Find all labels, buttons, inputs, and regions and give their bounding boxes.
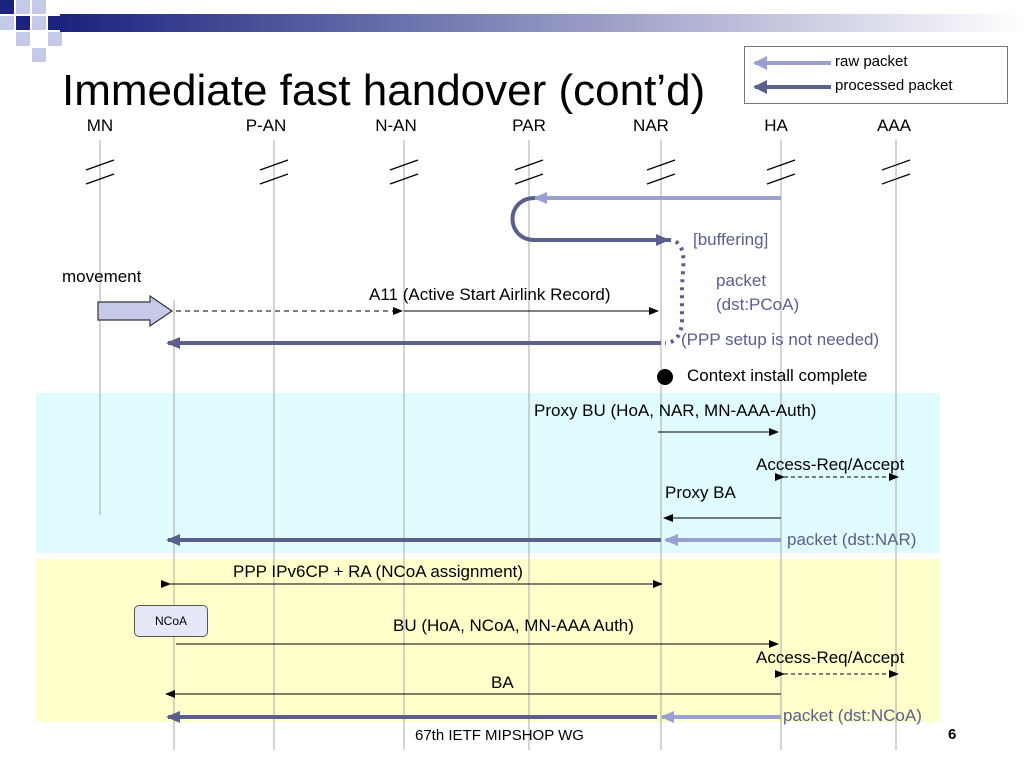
bu-label: BU (HoA, NCoA, MN-AAA Auth) xyxy=(393,616,634,635)
legend-raw-label: raw packet xyxy=(835,53,908,70)
packet-pcoa-label-2: (dst:PCoA) xyxy=(716,295,800,314)
legend-item-processed: processed packet xyxy=(745,75,1007,97)
ppp-not-needed-label: (PPP setup is not needed) xyxy=(681,330,880,349)
packet-nar-label: packet (dst:NAR) xyxy=(787,530,917,549)
yellow-band xyxy=(36,559,940,722)
entity-nar: NAR xyxy=(633,116,669,135)
legend-processed-label: processed packet xyxy=(835,77,953,94)
entity-n-an: N-AN xyxy=(375,116,417,135)
legend-processed-arrowhead xyxy=(753,80,767,94)
packet-pcoa-label-1: packet xyxy=(716,271,767,290)
entity-ha: HA xyxy=(764,116,788,135)
legend-processed-line xyxy=(755,85,831,89)
legend: raw packet processed packet xyxy=(744,46,1008,104)
page-number: 6 xyxy=(948,726,957,743)
access-req-label-1: Access-Req/Accept xyxy=(756,455,905,474)
legend-raw-line xyxy=(755,61,831,65)
ncoa-box: NCoA xyxy=(134,605,208,637)
footer-text: 67th IETF MIPSHOP WG xyxy=(415,727,584,744)
buffering-label: [buffering] xyxy=(693,230,769,249)
context-install-label: Context install complete xyxy=(687,366,868,385)
packet-ncoa-label: packet (dst:NCoA) xyxy=(783,706,922,725)
movement-label: movement xyxy=(62,267,142,286)
entity-aaa: AAA xyxy=(876,116,912,135)
title-gradient-bar xyxy=(60,14,1024,32)
ba-label: BA xyxy=(491,673,514,692)
legend-raw-arrowhead xyxy=(753,56,767,70)
proxy-ba-label: Proxy BA xyxy=(665,483,736,502)
processed-packet-par-to-nar xyxy=(510,196,670,246)
legend-item-raw: raw packet xyxy=(745,51,1007,73)
proxy-bu-label: Proxy BU (HoA, NAR, MN-AAA-Auth) xyxy=(534,401,817,420)
entity-par: PAR xyxy=(512,116,546,135)
break-marks xyxy=(85,159,911,185)
a11-label: A11 (Active Start Airlink Record) xyxy=(369,285,611,304)
corner-squares-decoration xyxy=(0,0,62,62)
slide-title: Immediate fast handover (cont’d) xyxy=(62,66,706,115)
ppp-ipv6cp-label: PPP IPv6CP + RA (NCoA assignment) xyxy=(233,562,523,581)
access-req-label-2: Access-Req/Accept xyxy=(756,648,905,667)
buffering-dotted xyxy=(664,238,686,345)
entity-p-an: P-AN xyxy=(245,116,287,135)
entity-mn: MN xyxy=(86,116,114,135)
movement-arrow xyxy=(97,294,174,328)
context-install-dot xyxy=(657,369,673,385)
